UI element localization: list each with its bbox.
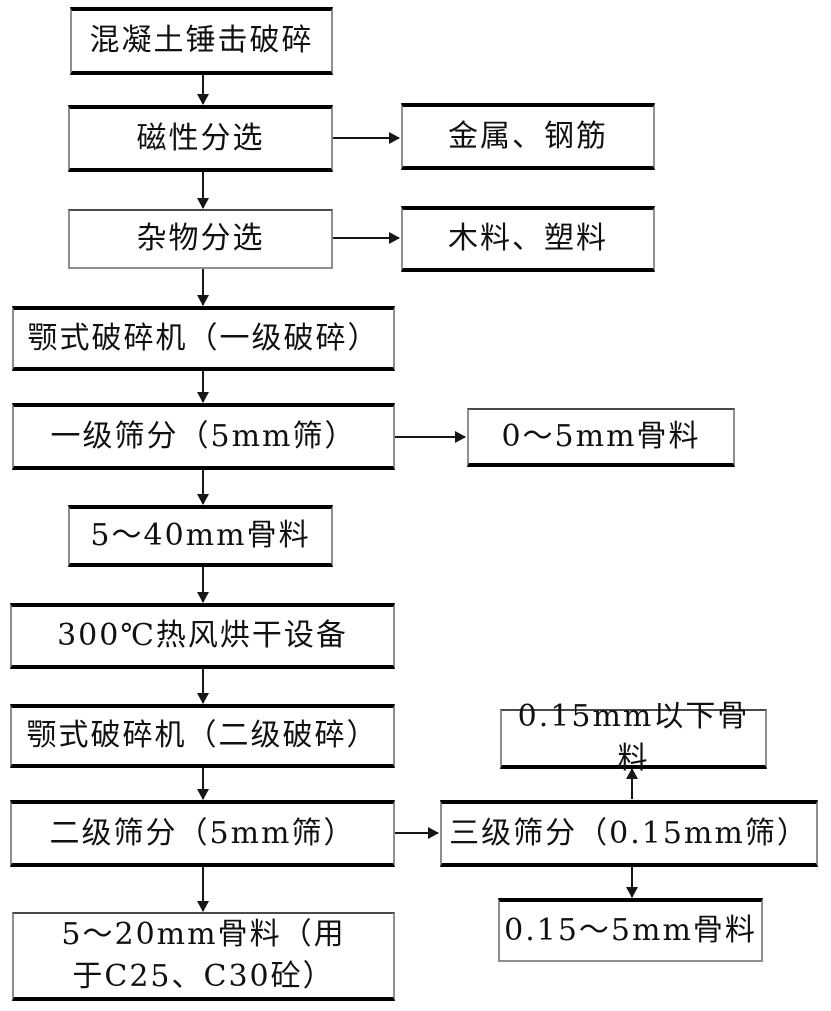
node-label: 300℃热风烘干设备 bbox=[57, 618, 348, 653]
arrow-magnetic-to-metal-icon bbox=[333, 132, 400, 144]
node-label: 5～20mm骨料（用于C25、C30砼） bbox=[61, 916, 346, 994]
node-label: 木料、塑料 bbox=[448, 221, 608, 256]
arrow-screen1-to-0-5mm-icon bbox=[395, 431, 466, 443]
arrow-jaw-secondary-to-screen2-icon bbox=[197, 768, 209, 800]
node-label: 磁性分选 bbox=[136, 120, 265, 156]
node-aggregate-below-0-15mm: 0.15mm以下骨料 bbox=[500, 699, 767, 776]
arrow-screen1-to-5-40mm-icon bbox=[197, 470, 209, 505]
node-wood-plastic: 木料、塑料 bbox=[401, 206, 655, 272]
node-label: 颚式破碎机（一级破碎） bbox=[27, 320, 380, 356]
node-debris-separation: 杂物分选 bbox=[68, 209, 333, 269]
arrow-debris-to-jaw-primary-icon bbox=[197, 269, 209, 306]
arrow-screen3-to-below-0-15mm-icon bbox=[626, 768, 638, 799]
arrow-screen2-to-screen3-icon bbox=[395, 827, 439, 839]
node-secondary-screening: 二级筛分（5mm筛） bbox=[10, 800, 395, 867]
node-jaw-crusher-secondary: 颚式破碎机（二级破碎） bbox=[10, 704, 395, 768]
node-label: 混凝土锤击破碎 bbox=[89, 23, 314, 58]
node-jaw-crusher-primary: 颚式破碎机（一级破碎） bbox=[12, 306, 395, 371]
node-aggregate-5-20mm: 5～20mm骨料（用于C25、C30砼） bbox=[12, 912, 395, 1001]
node-label: 0.15mm以下骨料 bbox=[517, 699, 750, 776]
arrow-debris-to-wood-icon bbox=[333, 232, 400, 244]
node-label: 一级筛分（5mm筛） bbox=[50, 418, 357, 454]
arrow-hammer-to-magnetic-icon bbox=[197, 75, 209, 105]
arrow-5-40mm-to-drying-icon bbox=[197, 567, 209, 603]
node-label: 颚式破碎机（二级破碎） bbox=[26, 718, 379, 753]
node-aggregate-0-15-5mm: 0.15～5mm骨料 bbox=[498, 898, 763, 962]
arrow-screen3-to-0-15-5mm-icon bbox=[626, 867, 638, 898]
node-metal-rebar: 金属、钢筋 bbox=[401, 103, 655, 170]
node-aggregate-5-40mm: 5～40mm骨料 bbox=[68, 505, 333, 567]
node-label: 三级筛分（0.15mm筛） bbox=[449, 815, 809, 851]
node-label: 二级筛分（5mm筛） bbox=[49, 815, 356, 851]
node-hot-air-drying: 300℃热风烘干设备 bbox=[10, 603, 395, 669]
node-tertiary-screening: 三级筛分（0.15mm筛） bbox=[440, 800, 818, 867]
node-label: 金属、钢筋 bbox=[448, 118, 608, 154]
arrow-magnetic-to-debris-icon bbox=[197, 172, 209, 209]
arrow-jaw-primary-to-screen1-icon bbox=[197, 371, 209, 403]
arrow-drying-to-jaw-secondary-icon bbox=[197, 669, 209, 704]
arrow-screen2-to-5-20mm-icon bbox=[197, 867, 209, 912]
node-label: 0.15～5mm骨料 bbox=[504, 913, 757, 948]
node-label: 5～40mm骨料 bbox=[90, 518, 311, 553]
node-hammer-crushing: 混凝土锤击破碎 bbox=[70, 7, 333, 75]
node-aggregate-0-5mm: 0～5mm骨料 bbox=[467, 408, 735, 467]
node-label: 0～5mm骨料 bbox=[501, 418, 701, 454]
node-primary-screening: 一级筛分（5mm筛） bbox=[12, 403, 395, 470]
node-label: 杂物分选 bbox=[136, 221, 265, 256]
node-magnetic-separation: 磁性分选 bbox=[68, 105, 333, 172]
